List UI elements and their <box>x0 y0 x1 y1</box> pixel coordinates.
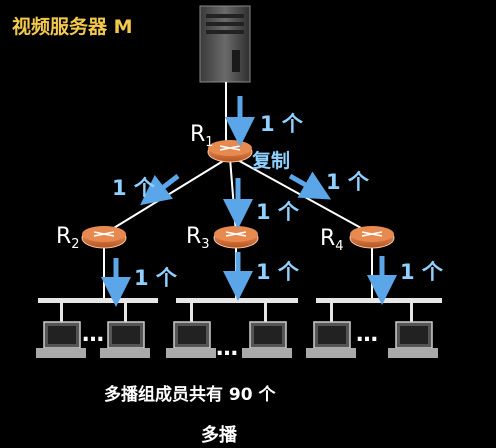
flow-count-r4-lan: 1 个 <box>400 260 443 284</box>
arrow-r1-r2 <box>140 174 180 206</box>
flow-count-r3-lan: 1 个 <box>256 260 299 284</box>
router-label-r1: R1 <box>190 122 214 150</box>
flow-count-r1-r4: 1 个 <box>326 170 369 194</box>
flow-arrows <box>101 96 397 307</box>
server-icon <box>199 5 251 83</box>
host-ellipsis: … <box>356 322 379 347</box>
members-text: 多播组成员共有 90 个 <box>104 385 276 405</box>
caption: 多播 <box>201 425 237 446</box>
computer-icon <box>100 321 150 358</box>
lan-buses <box>38 298 442 323</box>
computer-icon <box>306 321 356 358</box>
computer-icon <box>166 321 216 358</box>
router-label-r4: R4 <box>320 226 344 254</box>
router-label-r2: R2 <box>56 224 80 252</box>
flow-count-r2-lan: 1 个 <box>134 266 177 290</box>
host-ellipsis: … <box>216 336 239 361</box>
router-label-r3: R3 <box>186 224 210 252</box>
router-r3-icon <box>213 226 259 249</box>
flow-count-server-r1: 1 个 <box>260 112 303 136</box>
computer-icon <box>388 321 438 358</box>
flow-count-r1-r3: 1 个 <box>256 200 299 224</box>
arrow-r1-r4 <box>288 171 332 200</box>
computer-icon <box>242 321 292 358</box>
router-r1-icon <box>207 140 253 163</box>
server-title: 视频服务器 M <box>12 16 133 38</box>
flow-count-r1-r2: 1 个 <box>112 176 155 200</box>
computer-icon <box>36 321 86 358</box>
copy-label: 复制 <box>252 150 291 172</box>
host-ellipsis: … <box>82 322 105 347</box>
router-r2-icon <box>81 226 127 249</box>
host-computers <box>36 321 438 358</box>
router-r4-icon <box>349 226 395 249</box>
